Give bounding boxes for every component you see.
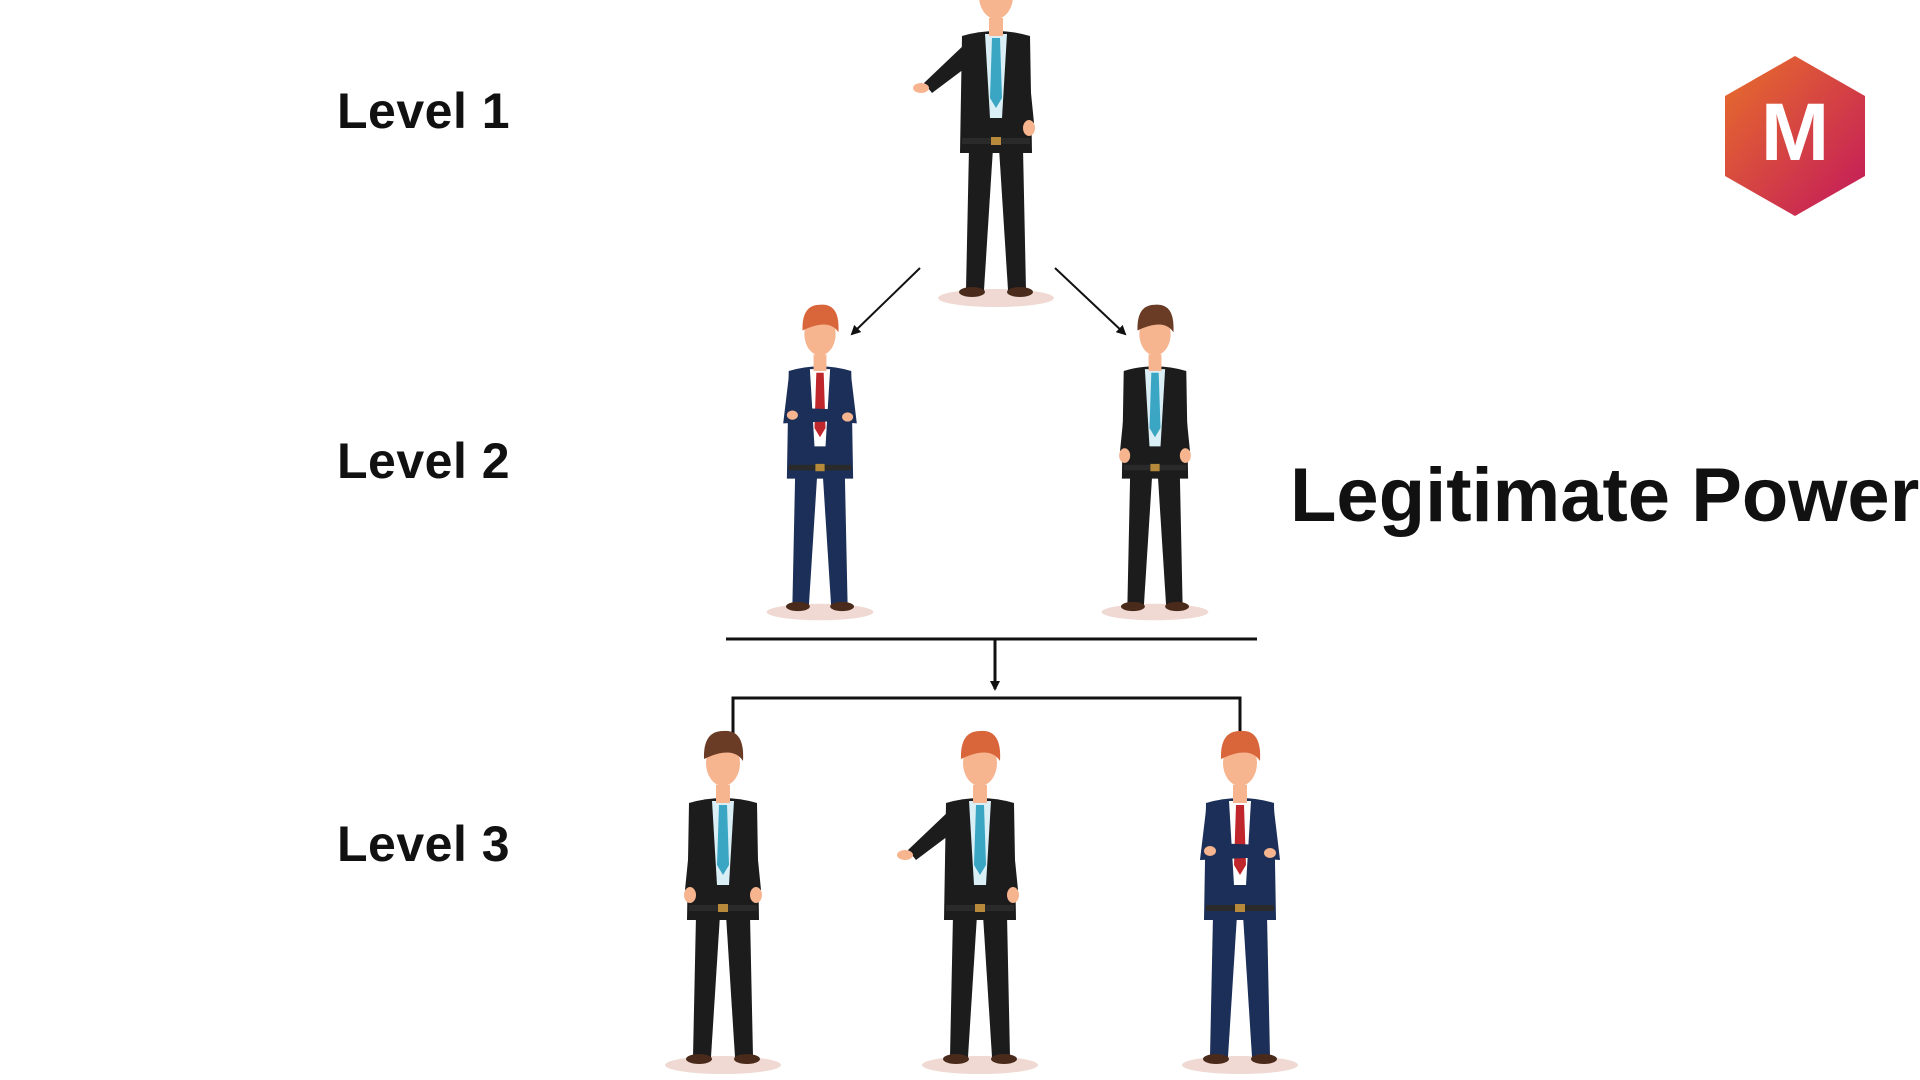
logo-letter: M xyxy=(1761,87,1829,178)
person-figure-level-3-2 xyxy=(897,730,1038,1074)
diagram-title: Legitimate Power xyxy=(1290,453,1920,538)
brand-logo: M xyxy=(1725,56,1865,216)
level-3-label: Level 3 xyxy=(337,816,511,872)
level-2-label: Level 2 xyxy=(337,433,511,489)
person-figure-level-2-1 xyxy=(766,304,874,621)
distribution-bracket xyxy=(731,696,1245,753)
connector-arrow-left xyxy=(850,267,921,336)
person-figure-level-3-3 xyxy=(1182,730,1298,1074)
person-figure-level-1-1 xyxy=(913,0,1054,307)
person-figure-level-2-2 xyxy=(1101,304,1209,621)
connector-arrow-right xyxy=(1054,267,1127,336)
level-1-label: Level 1 xyxy=(337,83,511,139)
person-figure-level-3-1 xyxy=(665,730,781,1074)
